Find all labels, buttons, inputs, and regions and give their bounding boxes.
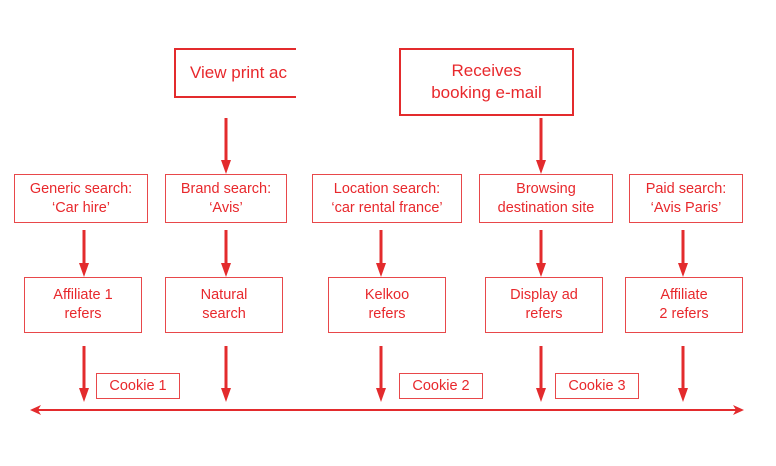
node-paid-search-line1: Paid search: <box>645 180 727 197</box>
node-browsing-destination-site-line1: Browsing <box>516 180 576 197</box>
arrow-browsing-to-displayad <box>536 230 546 277</box>
node-affiliate-2-refers-line2: 2 refers <box>659 306 709 322</box>
node-generic-search-line2: ‘Car hire’ <box>51 199 110 216</box>
node-brand-search: Brand search: ‘Avis’ <box>165 174 287 223</box>
node-browsing-destination-site-line2: destination site <box>497 199 595 216</box>
cookie-3-text: Cookie 3 <box>568 378 626 394</box>
node-kelkoo-refers: Kelkoo refers <box>328 277 446 333</box>
node-natural-search-line2: search <box>202 306 246 322</box>
node-location-search-line1: Location search: <box>333 180 441 197</box>
node-location-search-line2: ‘car rental france’ <box>331 199 443 216</box>
node-kelkoo-refers-line1: Kelkoo <box>364 287 410 303</box>
node-receives-booking-email-line2: booking e-mail <box>431 83 542 102</box>
arrow-affiliate2-to-timeline <box>678 346 688 402</box>
arrow-paid-to-affiliate2 <box>678 230 688 277</box>
node-display-ad-refers-line1: Display ad <box>510 287 578 303</box>
node-view-print-ad: View print ac <box>174 48 296 98</box>
timeline-right-arrowhead <box>733 405 744 415</box>
arrow-print-to-brand <box>221 118 231 174</box>
node-view-print-ad-label: View print ac <box>190 63 288 82</box>
node-kelkoo-refers-line2: refers <box>368 306 406 322</box>
node-affiliate-2-refers: Affiliate 2 refers <box>625 277 743 333</box>
node-receives-booking-email: Receives booking e-mail <box>399 48 574 116</box>
node-paid-search-line2: ‘Avis Paris’ <box>650 199 722 216</box>
node-natural-search-line1: Natural <box>200 287 248 303</box>
cookie-1-text: Cookie 1 <box>109 378 167 394</box>
node-brand-search-line1: Brand search: <box>180 180 272 197</box>
arrow-location-to-kelkoo <box>376 230 386 277</box>
node-receives-booking-email-line1: Receives <box>451 61 522 80</box>
cookie-3-label: Cookie 3 <box>555 373 639 399</box>
node-brand-search-line2: ‘Avis’ <box>209 199 243 216</box>
node-display-ad-refers: Display ad refers <box>485 277 603 333</box>
cookie-2-text: Cookie 2 <box>412 378 470 394</box>
node-browsing-destination-site: Browsing destination site <box>479 174 613 223</box>
arrow-generic-to-affiliate1 <box>79 230 89 277</box>
cookie-1-label: Cookie 1 <box>96 373 180 399</box>
arrow-kelkoo-to-timeline <box>376 346 386 402</box>
node-affiliate-2-refers-line1: Affiliate <box>660 287 708 303</box>
arrow-email-to-browsing <box>536 118 546 174</box>
node-paid-search: Paid search: ‘Avis Paris’ <box>629 174 743 223</box>
node-generic-search: Generic search: ‘Car hire’ <box>14 174 148 223</box>
node-affiliate-1-refers-line1: Affiliate 1 <box>53 287 113 303</box>
timeline-axis <box>30 405 744 415</box>
arrow-affiliate1-to-timeline <box>79 346 89 402</box>
node-display-ad-refers-line2: refers <box>525 306 563 322</box>
timeline-left-arrowhead <box>30 405 41 415</box>
node-natural-search: Natural search <box>165 277 283 333</box>
node-location-search: Location search: ‘car rental france’ <box>312 174 462 223</box>
node-affiliate-1-refers-line2: refers <box>64 306 102 322</box>
node-affiliate-1-refers: Affiliate 1 refers <box>24 277 142 333</box>
arrow-brand-to-natural <box>221 230 231 277</box>
arrow-natural-to-timeline <box>221 346 231 402</box>
cookie-2-label: Cookie 2 <box>399 373 483 399</box>
node-generic-search-line1: Generic search: <box>29 180 133 197</box>
arrow-displayad-to-timeline <box>536 346 546 402</box>
